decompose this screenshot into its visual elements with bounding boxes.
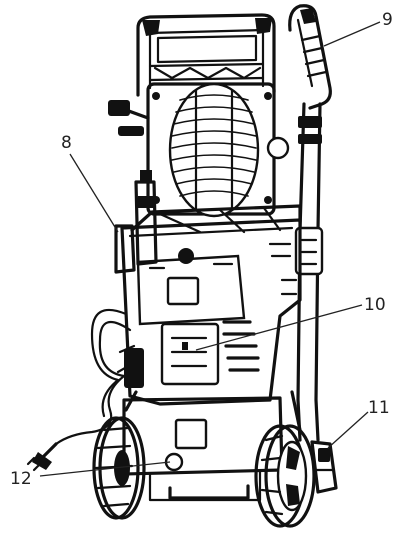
callout-12: 12	[10, 461, 171, 489]
detergent-bottle	[114, 170, 158, 274]
wheel-right	[254, 424, 316, 528]
main-housing	[120, 204, 302, 502]
power-cord	[26, 308, 144, 472]
svg-text:10: 10	[364, 295, 386, 315]
svg-text:9: 9	[382, 10, 393, 30]
spray-gun	[288, 4, 332, 442]
callout-10: 10	[195, 295, 386, 351]
svg-text:12: 12	[10, 469, 32, 489]
callout-11: 11	[327, 398, 390, 449]
carry-handle	[136, 13, 276, 97]
wheel-left	[92, 416, 146, 520]
hose-reel	[108, 82, 290, 218]
svg-text:11: 11	[368, 398, 390, 418]
frame-rail	[124, 390, 302, 432]
svg-text:8: 8	[61, 133, 72, 153]
callout-8: 8	[61, 133, 119, 233]
callout-9: 9	[323, 10, 393, 47]
hose-connector	[310, 440, 338, 494]
